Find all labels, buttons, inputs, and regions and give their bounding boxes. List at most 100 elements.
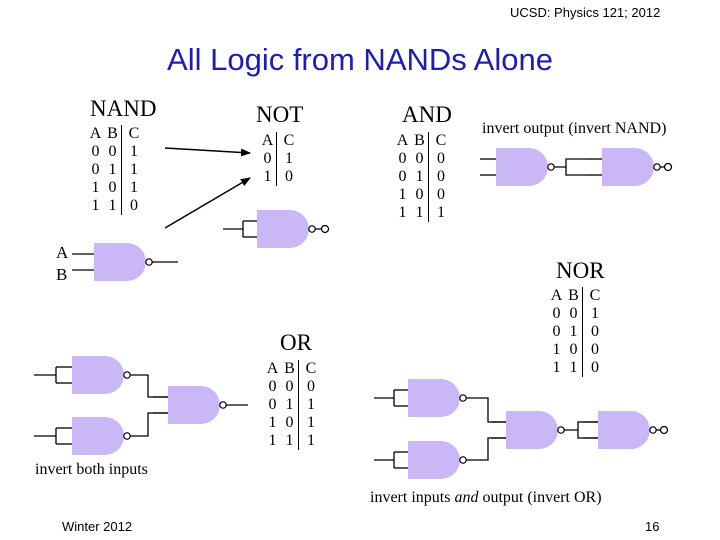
table-cell: 1 — [121, 179, 146, 197]
table-cell: 1 — [552, 341, 561, 358]
table-cell: 1 — [276, 150, 301, 168]
table-cell: 1 — [285, 396, 294, 413]
nor-output-terminal — [659, 425, 669, 435]
table-cell: 1 — [582, 305, 607, 323]
and-caption: invert output (invert NAND) — [482, 120, 667, 137]
table-cell: 1 — [108, 197, 117, 214]
table-header-c: C — [276, 132, 301, 150]
table-cell: 1 — [298, 432, 323, 450]
gate-body — [602, 148, 654, 186]
table-cell: 0 — [91, 143, 100, 160]
gate-body — [496, 148, 548, 186]
table-header-c: C — [121, 125, 146, 143]
nor-link-wire-c — [564, 421, 598, 431]
table-cell: 1 — [398, 204, 407, 221]
and-heading: AND — [402, 102, 452, 127]
or-heading: OR — [280, 330, 312, 355]
table-header-b: B — [107, 125, 118, 142]
inversion-bubble — [649, 426, 657, 434]
table-cell: 1 — [121, 143, 146, 161]
or-gate-nand — [153, 386, 248, 424]
nor-gate-not — [583, 411, 657, 449]
nor-link-wire-d — [577, 430, 598, 439]
table-cell: 0 — [121, 197, 146, 215]
table-cell: 0 — [276, 168, 301, 186]
inversion-bubble — [557, 426, 565, 434]
gate-body — [408, 441, 460, 479]
table-cell: 0 — [582, 323, 607, 341]
table-cell: 0 — [268, 396, 277, 413]
not-heading: NOT — [256, 102, 304, 127]
table-cell: 1 — [569, 323, 578, 340]
table-cell: 1 — [91, 197, 100, 214]
table-cell: 1 — [298, 396, 323, 414]
table-cell: 1 — [91, 179, 100, 196]
input-a-label: A — [56, 243, 69, 262]
table-cell: 0 — [398, 168, 407, 185]
nand-gate-main — [72, 243, 178, 281]
or-gate-not-a — [34, 356, 131, 394]
inversion-bubble — [459, 394, 467, 402]
table-cell: 1 — [415, 204, 424, 221]
nor-gate-nand — [491, 411, 565, 449]
table-header-c: C — [428, 132, 453, 150]
gate-body — [94, 243, 146, 281]
inversion-bubble — [145, 258, 153, 266]
gate-body — [72, 417, 124, 455]
table-cell: 1 — [108, 161, 117, 178]
table-header-b: B — [284, 360, 295, 377]
nand-to-not-arrow-upper — [164, 147, 251, 157]
table-cell: 1 — [415, 168, 424, 185]
nor-link-wire-a — [466, 397, 506, 423]
nand-gates — [34, 148, 673, 479]
and-output-terminal — [663, 162, 673, 172]
table-cell: 0 — [582, 359, 607, 377]
table-cell: 0 — [263, 150, 272, 167]
table-cell: 1 — [428, 204, 453, 222]
gate-body — [168, 386, 220, 424]
table-cell: 1 — [285, 432, 294, 449]
table-cell: 0 — [569, 305, 578, 322]
table-cell: 0 — [569, 341, 578, 358]
and-gate-nand — [480, 148, 555, 186]
table-cell: 1 — [263, 168, 272, 185]
table-header-a: A — [396, 132, 409, 149]
gate-body — [257, 210, 309, 248]
inversion-bubble — [123, 371, 131, 379]
table-cell: 1 — [298, 414, 323, 432]
table-header-a: A — [261, 132, 274, 149]
table-cell: 0 — [428, 150, 453, 168]
table-cell: 0 — [285, 414, 294, 431]
and-link-wire — [554, 158, 588, 168]
table-cell: 0 — [108, 143, 117, 160]
table-header-a: A — [550, 287, 563, 304]
nor-gate-not-b — [374, 441, 467, 479]
table-cell: 0 — [415, 186, 424, 203]
inversion-bubble — [547, 163, 555, 171]
table-cell: 0 — [108, 179, 117, 196]
nor-link-wire-b — [466, 437, 506, 461]
nor-heading: NOR — [556, 258, 605, 283]
or-link-wire-a — [130, 374, 168, 398]
and-link-wire-b — [565, 167, 588, 176]
gate-body — [506, 411, 558, 449]
nor-caption: invert inputs and output (invert OR) — [370, 489, 602, 507]
table-header-a: A — [89, 125, 102, 142]
or-link-wire-b — [130, 412, 168, 437]
table-header-b: B — [568, 287, 579, 304]
nand-heading: NAND — [90, 96, 157, 121]
table-cell: 1 — [398, 186, 407, 203]
inversion-bubble — [653, 163, 661, 171]
table-cell: 0 — [415, 150, 424, 167]
table-cell: 1 — [268, 432, 277, 449]
table-cell: 0 — [398, 150, 407, 167]
footer-term: Winter 2012 — [62, 519, 133, 534]
input-b-label: B — [56, 265, 68, 284]
not-output-terminal — [320, 224, 330, 234]
table-header-c: C — [582, 287, 607, 305]
